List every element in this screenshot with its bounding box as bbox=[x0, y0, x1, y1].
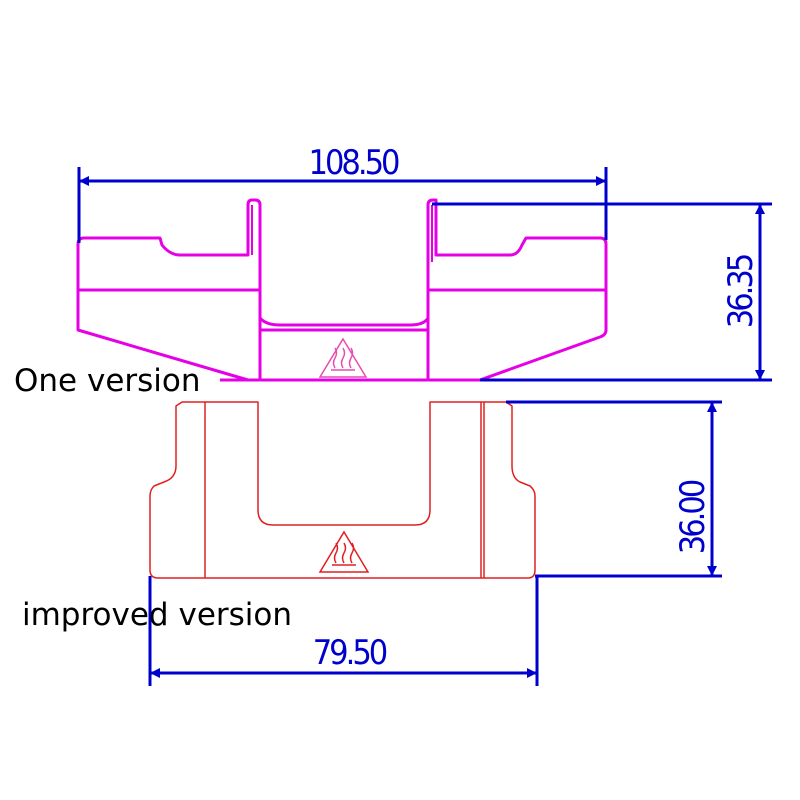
dimension-top-height bbox=[432, 202, 772, 382]
one-version-caption: One version bbox=[14, 363, 201, 399]
improved-version-part bbox=[149, 401, 536, 579]
improved-version-caption: improved version bbox=[22, 597, 293, 633]
dimension-bottom-height bbox=[506, 400, 722, 578]
hot-surface-warning-icon-2 bbox=[318, 530, 370, 573]
dimension-bottom-width-label: 79.50 bbox=[313, 633, 387, 673]
dimension-top-width-label: 108.50 bbox=[309, 143, 400, 183]
hot-surface-warning-icon bbox=[318, 337, 368, 378]
dimension-bottom-height-label: 36.00 bbox=[673, 480, 713, 554]
dimension-top-height-label: 36.35 bbox=[721, 255, 761, 328]
dimension-bottom-width bbox=[148, 576, 539, 686]
one-version-part bbox=[76, 198, 608, 382]
